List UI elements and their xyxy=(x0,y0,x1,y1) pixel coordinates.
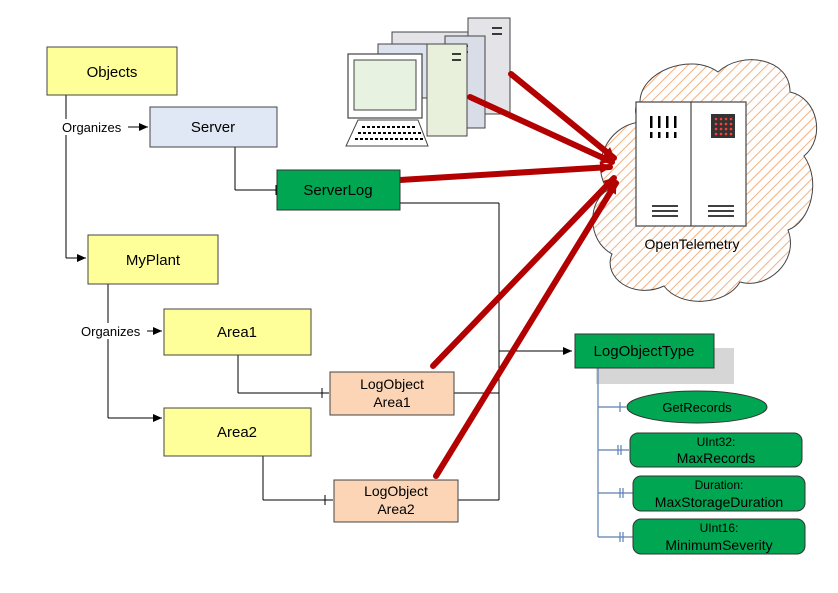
area2-node[interactable]: Area2 xyxy=(163,407,312,457)
my-plant-label: MyPlant xyxy=(126,252,181,269)
organizes-label-1: Organizes xyxy=(62,120,122,135)
server-log-label: ServerLog xyxy=(303,182,372,199)
server-label: Server xyxy=(191,119,235,136)
log-object-type-label: LogObjectType xyxy=(594,343,695,360)
edge-label-organizes-2: Organizes xyxy=(79,323,147,339)
opentelemetry-cloud: OpenTelemetry xyxy=(592,59,818,302)
minimum-severity-property[interactable]: UInt16: MinimumSeverity xyxy=(632,518,806,555)
log-object-area1-line2: Area1 xyxy=(373,394,411,410)
component-tree-lines xyxy=(597,368,633,542)
log-object-area2-line2: Area2 xyxy=(377,501,415,517)
area1-node[interactable]: Area1 xyxy=(163,308,312,356)
objects-label: Objects xyxy=(87,64,138,81)
max-storage-duration-name: MaxStorageDuration xyxy=(655,494,783,510)
area1-label: Area1 xyxy=(217,324,257,341)
desktop-computer-icon xyxy=(345,17,511,147)
server-node[interactable]: Server xyxy=(149,106,278,148)
server-rack-icon xyxy=(635,101,747,227)
log-object-area1-node[interactable]: LogObject Area1 xyxy=(329,371,455,416)
area2-label: Area2 xyxy=(217,424,257,441)
minimum-severity-name: MinimumSeverity xyxy=(665,537,772,553)
objects-node[interactable]: Objects xyxy=(46,46,178,96)
edge-label-organizes-1: Organizes xyxy=(60,119,128,135)
telemetry-arrows xyxy=(397,71,619,479)
max-records-property[interactable]: UInt32: MaxRecords xyxy=(629,432,803,468)
log-object-area2-line1: LogObject xyxy=(364,483,428,499)
max-storage-duration-type: Duration: xyxy=(695,478,744,492)
log-object-area2-node[interactable]: LogObject Area2 xyxy=(333,479,459,523)
my-plant-node[interactable]: MyPlant xyxy=(87,234,219,285)
organizes-label-2: Organizes xyxy=(81,324,141,339)
get-records-method[interactable]: GetRecords xyxy=(626,390,768,424)
minimum-severity-type: UInt16: xyxy=(700,521,739,535)
cloud-label: OpenTelemetry xyxy=(645,236,740,252)
server-log-node[interactable]: ServerLog xyxy=(276,169,401,211)
get-records-label: GetRecords xyxy=(662,400,732,415)
max-storage-duration-property[interactable]: Duration: MaxStorageDuration xyxy=(632,475,806,512)
log-object-area1-line1: LogObject xyxy=(360,376,424,392)
max-records-name: MaxRecords xyxy=(677,450,756,466)
max-records-type: UInt32: xyxy=(697,435,736,449)
log-object-type-node[interactable]: LogObjectType xyxy=(574,333,715,369)
